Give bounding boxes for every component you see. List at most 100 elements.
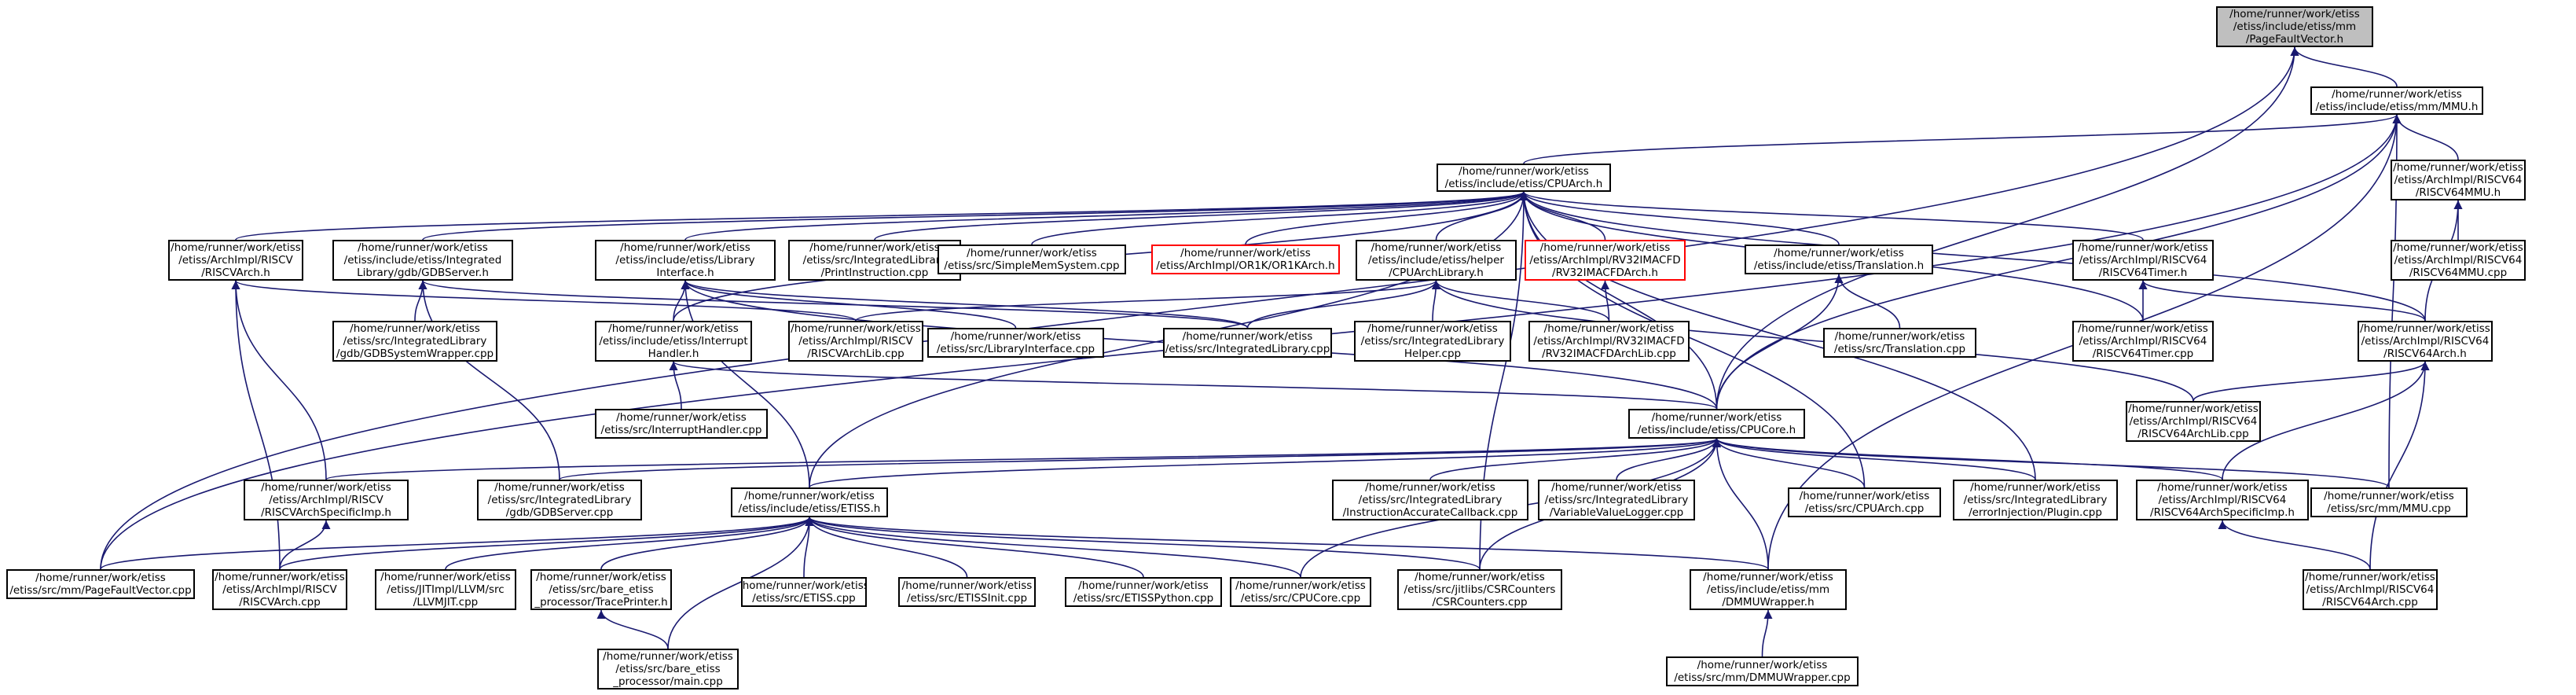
node-label-line: /RISCVArchLib.cpp — [807, 348, 905, 360]
node-rv64mmu-cpp[interactable]: /home/runner/work/etiss/etiss/ArchImpl/R… — [2391, 240, 2526, 281]
node-interrupthandler-cpp[interactable]: /home/runner/work/etiss/etiss/src/Interr… — [595, 409, 768, 439]
node-gdbsyswrap-cpp[interactable]: /home/runner/work/etiss/etiss/src/Integr… — [332, 321, 497, 362]
node-label-line: /home/runner/work/etiss — [1365, 481, 1495, 494]
node-traceprinter-h[interactable]: /home/runner/work/etiss/etiss/src/bare_e… — [530, 569, 672, 610]
edge-etissinit_cpp-to-etiss_h — [805, 517, 968, 578]
node-label-line: /etiss/include/etiss/mm/MMU.h — [2315, 101, 2479, 113]
node-etiss-cpp[interactable]: /home/runner/work/etiss/etiss/src/ETISS.… — [741, 577, 867, 607]
node-libiface-h[interactable]: /home/runner/work/etiss/etiss/include/et… — [595, 240, 776, 281]
node-rv32imacfd-h[interactable]: /home/runner/work/etiss/etiss/ArchImpl/R… — [1525, 240, 1686, 281]
node-varlogger-cpp[interactable]: /home/runner/work/etiss/etiss/src/Integr… — [1538, 480, 1695, 520]
edge-pfv_cpp-to-etiss_h — [100, 517, 814, 570]
node-label-line: /etiss/include/etiss/ETISS.h — [738, 502, 881, 515]
node-etisspython-cpp[interactable]: /home/runner/work/etiss/etiss/src/ETISSP… — [1065, 577, 1222, 607]
edge-dmmuwrapper_h-to-etiss_h — [805, 517, 1769, 570]
node-label-line: /home/runner/work/etiss — [1799, 490, 1930, 502]
node-llvmjit-cpp[interactable]: /home/runner/work/etiss/etiss/JITImpl/LL… — [375, 569, 516, 610]
node-rv32imacfdlib-cpp[interactable]: /home/runner/work/etiss/etiss/ArchImpl/R… — [1528, 321, 1690, 362]
node-helper-h[interactable]: /home/runner/work/etiss/etiss/include/et… — [1356, 240, 1517, 281]
edge-rv64arch_h-to-rv64timer_h — [2138, 280, 2426, 322]
node-cpuarch-cpp[interactable]: /home/runner/work/etiss/etiss/src/CPUArc… — [1788, 487, 1941, 517]
node-label-line: /etiss/src/bare_etiss — [615, 663, 721, 675]
node-intlib-cpp[interactable]: /home/runner/work/etiss/etiss/src/Integr… — [1163, 328, 1332, 358]
node-csrcounters-cpp[interactable]: /home/runner/work/etiss/etiss/src/jitlib… — [1397, 569, 1562, 610]
node-label-line: /RV32IMACFDArchLib.cpp — [1542, 348, 1676, 360]
node-label-line: /etiss/ArchImpl/RISCV64 — [2361, 335, 2490, 348]
node-label-line: /etiss/include/etiss/mm — [2233, 20, 2357, 33]
node-cpucore-cpp[interactable]: /home/runner/work/etiss/etiss/src/CPUCor… — [1230, 577, 1371, 607]
node-gdbserver-h[interactable]: /home/runner/work/etiss/etiss/include/et… — [332, 240, 513, 281]
node-label-line: /etiss/ArchImpl/RISCV64 — [2079, 254, 2207, 267]
node-intlibhelper-cpp[interactable]: /home/runner/work/etiss/etiss/src/Integr… — [1354, 321, 1511, 362]
edge-etiss_h-to-cpucore_h — [809, 438, 1721, 488]
node-dmmuwrapper-cpp[interactable]: /home/runner/work/etiss/etiss/src/mm/DMM… — [1666, 656, 1859, 686]
node-cpucore-h[interactable]: /home/runner/work/etiss/etiss/include/et… — [1628, 409, 1805, 439]
node-label-line: /home/runner/work/etiss — [2393, 161, 2523, 174]
node-label-line: /CPUArchLibrary.h — [1389, 267, 1484, 279]
node-cpuarch-h[interactable]: /home/runner/work/etiss/etiss/include/et… — [1437, 164, 1611, 192]
node-instracc-cpp[interactable]: /home/runner/work/etiss/etiss/src/Integr… — [1332, 480, 1528, 520]
node-label-line: /etiss/include/etiss/Library — [615, 254, 755, 267]
edge-cpucore_h-to-cpuarch_h — [1519, 191, 1718, 410]
node-label-line: /etiss/src/Translation.cpp — [1833, 343, 1966, 355]
node-rv64arch-cpp[interactable]: /home/runner/work/etiss/etiss/ArchImpl/R… — [2303, 569, 2438, 610]
edge-rv64archlib_cpp-to-helper_h — [1432, 280, 2194, 402]
node-label-line: /etiss/src/IntegratedLibrary — [343, 335, 487, 348]
edge-translation_h-to-cpuarch_h — [1519, 191, 1840, 245]
edge-gdbserver_cpp-to-gdbserver_h — [418, 280, 560, 480]
node-label-line: /home/runner/work/etiss — [1834, 330, 1965, 343]
node-label-line: /RISCV64Timer.h — [2098, 267, 2188, 279]
node-translation-cpp[interactable]: /home/runner/work/etiss/etiss/src/Transl… — [1823, 328, 1976, 358]
node-label-line: /home/runner/work/etiss — [536, 571, 666, 583]
node-label-line: /etiss/include/etiss/Translation.h — [1753, 259, 1925, 272]
node-interrupthandler-h[interactable]: /home/runner/work/etiss/etiss/include/et… — [595, 321, 752, 362]
node-label-line: /etiss/JITImpl/LLVM/src — [387, 583, 505, 596]
node-errinj-cpp[interactable]: /home/runner/work/etiss/etiss/src/Integr… — [1953, 480, 2118, 520]
edge-pfv_cpp-to-pfv_h — [100, 46, 2299, 570]
node-label-line: /etiss/src/ETISSInit.cpp — [906, 592, 1028, 605]
node-rv64timer-h[interactable]: /home/runner/work/etiss/etiss/ArchImpl/R… — [2072, 240, 2214, 281]
node-mmu-cpp[interactable]: /home/runner/work/etiss/etiss/src/mm/MMU… — [2310, 487, 2468, 517]
node-libiface-cpp[interactable]: /home/runner/work/etiss/etiss/src/Librar… — [927, 328, 1104, 358]
node-printinstr-cpp[interactable]: /home/runner/work/etiss/etiss/src/Integr… — [788, 240, 961, 281]
node-label-line: Library/gdb/GDBServer.h — [357, 267, 489, 279]
node-simplemem-cpp[interactable]: /home/runner/work/etiss/etiss/src/Simple… — [938, 245, 1126, 274]
node-rv64timer-cpp[interactable]: /home/runner/work/etiss/etiss/ArchImpl/R… — [2072, 321, 2214, 362]
node-riscvarchspec-h[interactable]: /home/runner/work/etiss/etiss/ArchImpl/R… — [244, 480, 409, 520]
node-label-line: /LLVMJIT.cpp — [413, 596, 479, 609]
node-label-line: /etiss/src/IntegratedLibrary — [1358, 494, 1503, 506]
node-riscvarch-cpp[interactable]: /home/runner/work/etiss/etiss/ArchImpl/R… — [212, 569, 347, 610]
node-label-line: /RISCV64MMU.cpp — [2409, 267, 2508, 279]
node-rv64archspec-h[interactable]: /home/runner/work/etiss/etiss/ArchImpl/R… — [2136, 480, 2309, 520]
node-label-line: /home/runner/work/etiss — [358, 241, 488, 254]
node-label-line: /etiss/src/ETISS.cpp — [752, 592, 856, 605]
node-label-line: /etiss/ArchImpl/RISCV64 — [2129, 415, 2258, 428]
node-pfv-h: /home/runner/work/etiss/etiss/include/et… — [2216, 6, 2373, 47]
node-rv64mmu-h[interactable]: /home/runner/work/etiss/etiss/ArchImpl/R… — [2391, 160, 2526, 200]
edge-rv32imacfdlib_cpp-to-rv32imacfd_h — [1600, 280, 1610, 322]
node-label-line: /home/runner/work/etiss — [1539, 241, 1671, 254]
node-etissinit-cpp[interactable]: /home/runner/work/etiss/etiss/src/ETISSI… — [898, 577, 1036, 607]
node-dmmuwrapper-h[interactable]: /home/runner/work/etiss/etiss/include/et… — [1690, 569, 1847, 610]
node-etiss-h[interactable]: /home/runner/work/etiss/etiss/include/et… — [731, 487, 888, 517]
node-label-line: /home/runner/work/etiss — [494, 481, 625, 494]
node-label-line: /etiss/src/IntegratedLibrary — [487, 494, 632, 506]
node-label-line: /etiss/ArchImpl/RISCV64 — [2079, 335, 2207, 348]
node-label-line: /home/runner/work/etiss — [2229, 8, 2360, 20]
node-label-line: /etiss/src/CPUArch.cpp — [1804, 502, 1925, 515]
edge-riscvarch_h-to-cpuarch_h — [235, 191, 1528, 241]
node-riscvarch-h[interactable]: /home/runner/work/etiss/etiss/ArchImpl/R… — [168, 240, 303, 281]
node-label-line: /etiss/include/etiss/helper — [1368, 254, 1504, 267]
node-label-line: /etiss/ArchImpl/OR1K/OR1KArch.h — [1156, 259, 1335, 272]
node-translation-h[interactable]: /home/runner/work/etiss/etiss/include/et… — [1745, 245, 1933, 274]
node-label-line: /home/runner/work/etiss — [608, 322, 739, 335]
node-pfv-cpp[interactable]: /home/runner/work/etiss/etiss/src/mm/Pag… — [6, 569, 195, 599]
node-label-line: /RISCVArchSpecificImp.h — [261, 506, 391, 519]
node-main-cpp[interactable]: /home/runner/work/etiss/etiss/src/bare_e… — [597, 649, 739, 689]
node-rv64archlib-cpp[interactable]: /home/runner/work/etiss/etiss/ArchImpl/R… — [2126, 401, 2261, 442]
node-riscvarchlib-cpp[interactable]: /home/runner/work/etiss/etiss/ArchImpl/R… — [788, 321, 923, 362]
node-rv64arch-h[interactable]: /home/runner/work/etiss/etiss/ArchImpl/R… — [2358, 321, 2493, 362]
node-or1k-h[interactable]: /home/runner/work/etiss/etiss/ArchImpl/O… — [1151, 245, 1340, 274]
node-gdbserver-cpp[interactable]: /home/runner/work/etiss/etiss/src/Integr… — [477, 480, 642, 520]
node-mmu-h[interactable]: /home/runner/work/etiss/etiss/include/et… — [2310, 86, 2483, 115]
